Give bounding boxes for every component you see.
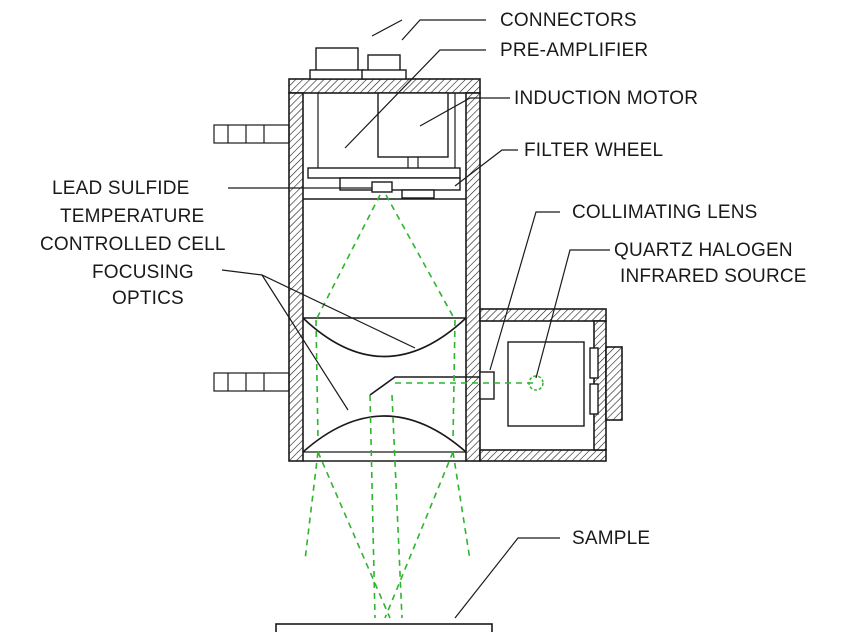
housing-left-wall xyxy=(288,92,304,462)
beam-detector-left xyxy=(315,194,381,321)
filter-wheel-plate xyxy=(307,167,461,179)
upper-mirror-curve xyxy=(302,317,467,358)
label-collimating-lens: COLLIMATING LENS xyxy=(572,202,758,223)
labels: CONNECTORS PRE-AMPLIFIER INDUCTION MOTOR… xyxy=(40,10,807,549)
focusing-optics xyxy=(302,317,495,453)
beam-detector-right xyxy=(385,194,456,321)
beam-sample-outer-right xyxy=(452,451,471,561)
label-lead-sulfide-2: TEMPERATURE xyxy=(60,206,204,227)
housing-top-wall xyxy=(288,78,481,94)
leader-sample xyxy=(454,537,560,619)
optical-beams xyxy=(304,194,538,619)
beam-sample-left xyxy=(317,451,391,619)
source-end-cap xyxy=(605,346,623,421)
label-induction-motor: INDUCTION MOTOR xyxy=(514,88,698,109)
housing-right-wall xyxy=(465,92,481,462)
connectors xyxy=(309,47,407,80)
source-lamp-body xyxy=(507,341,585,427)
beam-sample-outer-left xyxy=(304,451,319,561)
label-filter-wheel: FILTER WHEEL xyxy=(524,140,663,161)
connector-left-base xyxy=(309,69,365,80)
label-quartz-2: INFRARED SOURCE xyxy=(620,266,807,287)
beam-center-right xyxy=(391,394,403,619)
lead-sulfide-cell xyxy=(371,181,393,193)
label-focusing-1: FOCUSING xyxy=(92,262,194,283)
beam-mirror-right xyxy=(452,319,456,441)
beam-splitter-mirror xyxy=(369,376,480,396)
leader-lines xyxy=(221,19,610,619)
upper-stub xyxy=(213,124,290,144)
leader-collimating-lens xyxy=(489,211,560,371)
internal-components xyxy=(303,92,466,200)
label-connectors: CONNECTORS xyxy=(500,10,637,31)
label-quartz-1: QUARTZ HALOGEN xyxy=(614,240,793,261)
filter-wheel-hub xyxy=(401,189,435,199)
beam-mirror-left xyxy=(315,319,319,441)
label-lead-sulfide-3: CONTROLLED CELL xyxy=(40,234,226,255)
leader-connectors-2 xyxy=(371,19,403,37)
label-focusing-2: OPTICS xyxy=(112,288,184,309)
beam-center-left xyxy=(369,394,376,619)
beam-sample-right xyxy=(384,451,454,619)
connector-left xyxy=(315,47,359,72)
leader-induction-motor xyxy=(419,97,510,127)
collimating-lens xyxy=(479,371,495,400)
source-housing xyxy=(479,308,623,462)
leader-focusing-lower xyxy=(261,274,349,411)
main-housing xyxy=(288,78,481,462)
leader-filter-wheel xyxy=(454,149,518,187)
connector-right xyxy=(367,54,401,72)
source-bottom-wall xyxy=(479,449,607,462)
source-clamp-top xyxy=(589,347,599,379)
leader-quartz xyxy=(535,249,610,379)
leader-pre-amplifier xyxy=(344,49,486,149)
filter-wheel-disc xyxy=(339,177,461,191)
leader-connectors xyxy=(401,19,486,41)
sample-plate xyxy=(275,623,493,632)
quartz-halogen-source xyxy=(507,341,585,427)
left-mounting-stubs xyxy=(213,124,290,392)
connector-right-base xyxy=(361,69,407,80)
lower-mirror-curve xyxy=(302,415,467,453)
label-pre-amplifier: PRE-AMPLIFIER xyxy=(500,40,648,61)
source-clamp-bottom xyxy=(589,383,599,415)
induction-motor-body xyxy=(377,92,449,158)
source-top-wall xyxy=(479,308,607,322)
label-sample: SAMPLE xyxy=(572,528,650,549)
label-lead-sulfide-1: LEAD SULFIDE xyxy=(52,178,190,199)
lower-stub xyxy=(213,372,290,392)
leader-focusing-upper xyxy=(221,269,416,349)
